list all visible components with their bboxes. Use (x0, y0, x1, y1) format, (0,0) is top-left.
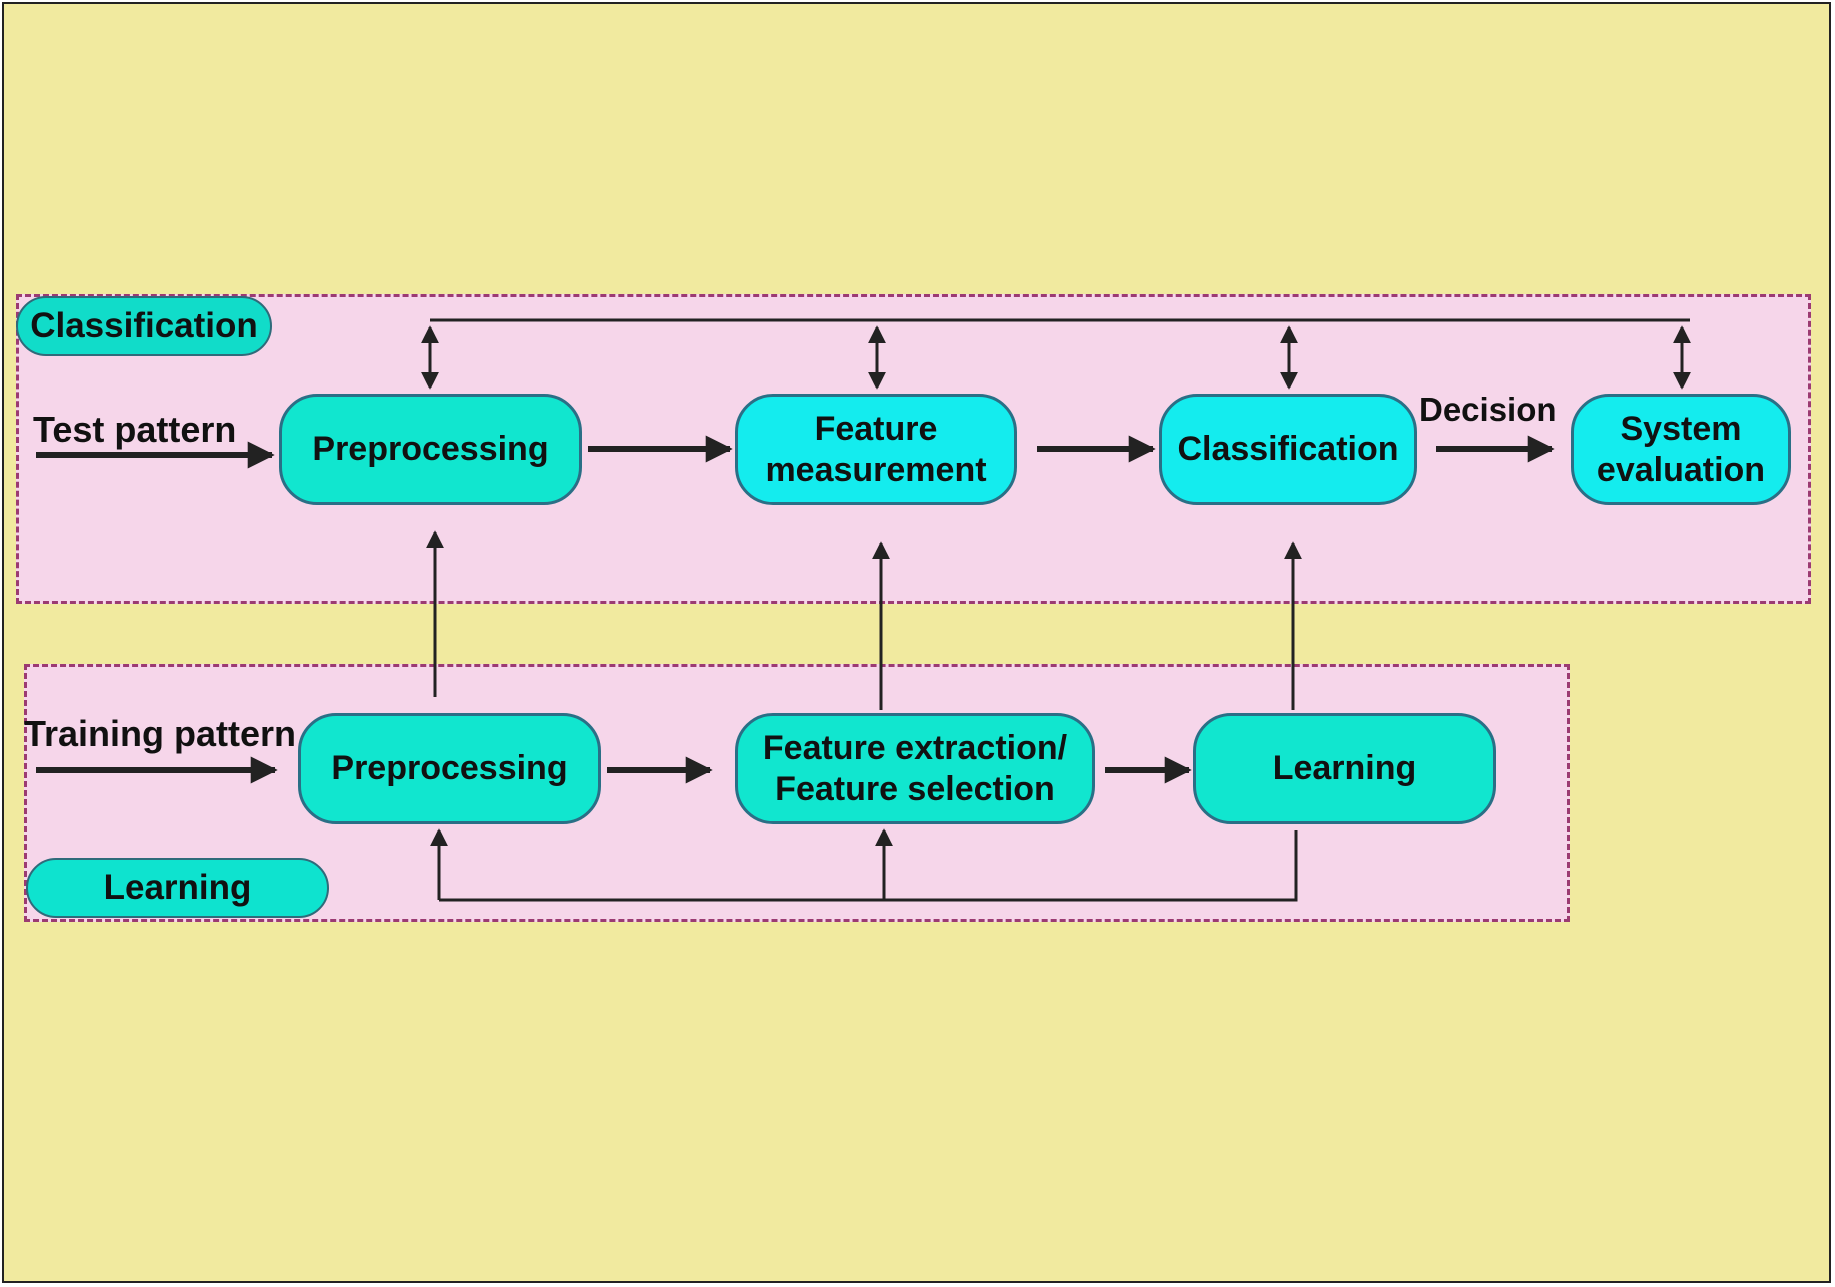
node-feature-measurement: Feature measurement (735, 394, 1017, 505)
node-learning-preprocessing: Preprocessing (298, 713, 601, 824)
test-pattern-label: Test pattern (33, 409, 237, 450)
training-pattern-label: Training pattern (24, 713, 297, 754)
node-system-evaluation: System evaluation (1571, 394, 1791, 505)
classification-region-label: Classification (16, 296, 272, 356)
node-learning: Learning (1193, 713, 1496, 824)
learning-feedback-loop (439, 830, 1298, 902)
decision-label: Decision (1419, 391, 1557, 428)
node-classification-preprocessing: Preprocessing (279, 394, 582, 505)
learning-region-label: Learning (26, 858, 329, 918)
node-feature-extraction: Feature extraction/ Feature selection (735, 713, 1095, 824)
node-classification: Classification (1159, 394, 1417, 505)
